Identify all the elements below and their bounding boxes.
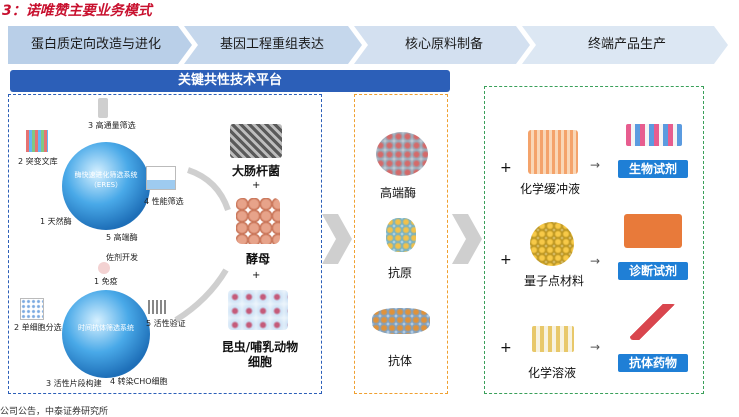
- material-enzyme: 高端酶: [380, 186, 417, 200]
- host-insect-mammal: 昆虫/哺乳动物细胞: [221, 340, 299, 369]
- ab-node-single-cell: 2 单细胞分选: [14, 323, 62, 332]
- product-box: [484, 86, 704, 394]
- mouse-image: [98, 262, 110, 274]
- ers-node-natural-enzyme: 1 天然酶: [40, 217, 72, 226]
- ers-node-mutation-library: 2 突变文库: [18, 157, 58, 166]
- activity-plate-image: [148, 300, 168, 314]
- platform-box: [8, 94, 322, 394]
- antibody-sphere-label: 时间抗体筛选系统: [78, 324, 134, 332]
- footer-source: 公司公告，中泰证券研究所: [0, 407, 109, 417]
- antibody-drug-image: [630, 304, 676, 340]
- material-antigen: 抗原: [388, 266, 413, 280]
- step-protein-evolution: 蛋白质定向改造与进化: [30, 37, 161, 52]
- ecoli-image: [230, 124, 282, 158]
- input-buffer: 化学缓冲液: [520, 182, 581, 196]
- figure-title: 3：诺唯赞主要业务模式: [2, 3, 152, 19]
- arrow-to-materials: [322, 214, 352, 264]
- ers-node-high-end-enzyme: 5 高端酶: [106, 233, 138, 242]
- buffer-image: [528, 130, 578, 174]
- ers-sphere-label: 酶快速进化筛选系统（ERES）: [74, 171, 138, 189]
- material-antibody: 抗体: [388, 354, 413, 368]
- connector-arrows: [174, 167, 231, 323]
- ab-node-immunize: 1 免疫: [94, 277, 118, 286]
- process-steps: 蛋白质定向改造与进化 基因工程重组表达 核心原料制备 终端产品生产: [8, 26, 732, 64]
- ab-node-activity: 5 活性验证: [146, 319, 186, 328]
- input-solution: 化学溶液: [528, 366, 577, 380]
- enzyme-image: [376, 132, 428, 176]
- ab-node-cho: 4 转染CHO细胞: [110, 377, 168, 386]
- screening-tube-image: [98, 98, 108, 118]
- performance-chart-image: [146, 166, 176, 190]
- ers-node-screening: 3 高通量筛选: [88, 121, 136, 130]
- plus-1: +: [252, 180, 261, 191]
- antibody-sphere: [62, 290, 150, 378]
- platform-title: 关键共性技术平台: [10, 70, 450, 92]
- product-diagnostic: 诊断试剂: [618, 262, 688, 280]
- step-chevrons: [8, 26, 728, 64]
- step-core-material: 核心原料制备: [404, 37, 483, 52]
- antibody-image: [372, 308, 430, 334]
- bio-reagent-image: [626, 124, 682, 146]
- insect-cell-image: [228, 290, 288, 330]
- arrow-buffer: →: [590, 158, 601, 172]
- input-quantum-dot: 量子点材料: [524, 274, 585, 288]
- cell-sort-image: [20, 298, 44, 320]
- plus-solution: +: [500, 340, 512, 356]
- ers-sphere: [62, 142, 150, 230]
- product-antibody-drug: 抗体药物: [618, 354, 688, 372]
- plus-2: +: [252, 270, 261, 281]
- host-ecoli: 大肠杆菌: [232, 164, 281, 178]
- plus-quantum: +: [500, 252, 512, 268]
- arrow-to-products: [452, 214, 482, 264]
- mutation-library-image: [26, 130, 48, 152]
- ers-node-performance: 4 性能筛选: [144, 197, 184, 206]
- antigen-image: [386, 218, 416, 252]
- host-yeast: 酵母: [246, 252, 271, 266]
- yeast-image: [236, 198, 280, 244]
- plus-buffer: +: [500, 160, 512, 176]
- arrow-quantum: →: [590, 254, 601, 268]
- solution-image: [532, 326, 574, 352]
- arrow-solution: →: [590, 340, 601, 354]
- product-bio-reagent: 生物试剂: [618, 160, 688, 178]
- adjuvant-label: 佐剂开发: [106, 253, 138, 262]
- diagnostic-kit-image: [624, 214, 682, 248]
- step-terminal-product: 终端产品生产: [587, 37, 666, 52]
- quantum-dot-image: [530, 222, 574, 266]
- material-box: [354, 94, 448, 394]
- step-gene-expression: 基因工程重组表达: [219, 37, 324, 52]
- ab-node-fragment: 3 活性片段构建: [46, 379, 102, 388]
